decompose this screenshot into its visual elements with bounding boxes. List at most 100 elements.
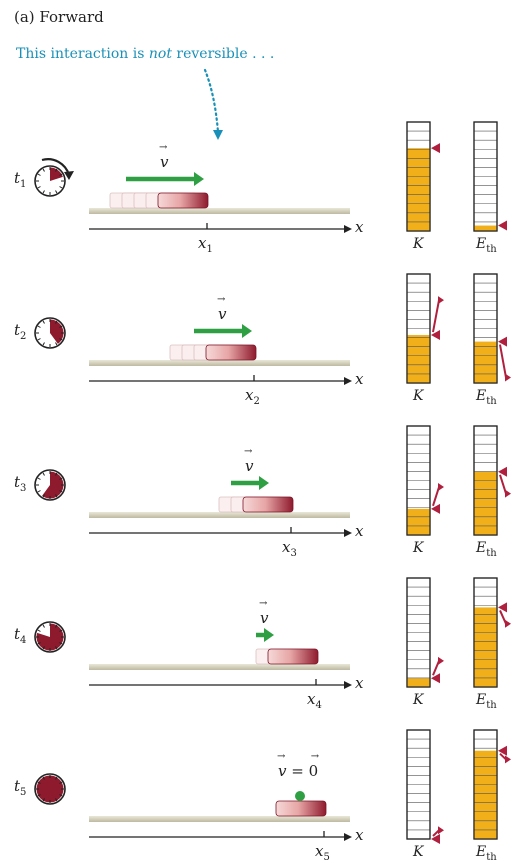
position-label: x3 [282,538,297,559]
clock-tick [55,472,58,476]
note-prefix: This interaction is [16,46,149,62]
x-axis-arrowhead [344,529,352,537]
level-marker [498,336,507,347]
thermal-symbol: E [476,388,487,404]
axis-symbol: x [355,218,364,236]
axis-symbol: x [355,826,364,844]
clock-tick [59,186,63,189]
kinetic-energy-label: K [413,236,423,252]
clock-tick [42,190,45,194]
reversibility-note: This interaction is not reversible . . . [16,46,274,62]
level-marker [498,220,507,231]
clock-tick [55,342,58,346]
clock-tick [37,781,41,784]
velocity-arrowhead [264,628,274,642]
kinetic-energy-label: K [413,844,423,860]
x-axis-arrowhead [344,225,352,233]
previous-level-marker [438,296,444,305]
bar-outline [473,577,498,688]
thermal-energy-bar [473,729,511,840]
time-subscript: 1 [20,179,27,190]
clock-tick [55,776,58,780]
thermal-symbol: E [476,540,487,556]
bar-fill [474,750,497,839]
vector-arrow-mark: → [310,751,320,762]
clock-tick [59,338,63,341]
position-symbol: x [282,538,291,556]
level-marker [431,143,440,154]
kinetic-energy-label: K [413,540,423,556]
bar-fill [474,607,497,687]
bar-outline [406,425,431,536]
panel-1 [34,121,507,233]
vector-arrow-mark: → [217,294,226,305]
position-symbol: x [307,690,316,708]
time-label: t3 [14,473,26,494]
clock-tick [42,472,45,476]
kinetic-energy-label: K [413,388,423,404]
level-marker [431,834,440,844]
previous-level-marker [505,489,511,498]
clock-tick [42,494,45,498]
axis-symbol: x [355,674,364,692]
x-axis-arrowhead [344,833,352,841]
thermal-energy-label: Eth [476,692,497,711]
thermal-energy-label: Eth [476,388,497,407]
clock-tick [42,624,45,628]
surface [89,208,350,214]
clock-tick [55,646,58,650]
level-change-arrow [432,299,440,333]
vector-arrow-mark: → [159,142,168,153]
clock-tick [55,320,58,324]
axis-symbol: x [355,522,364,540]
position-label: x4 [307,690,322,711]
zero-velocity-dot [295,791,305,801]
thermal-energy-label: Eth [476,540,497,559]
level-marker [498,466,507,477]
bar-outline [406,121,431,232]
velocity-symbol: v→ [217,294,227,323]
x-axis-arrowhead [344,377,352,385]
kinetic-energy-label: K [413,692,423,708]
clock-tick [42,168,45,172]
x-axis-label: x [355,370,363,388]
thermal-energy-bar [473,273,511,384]
level-marker [431,503,440,514]
velocity-symbol: v→ [244,446,254,475]
time-subscript: 4 [20,635,27,646]
kinetic-symbol: K [413,540,424,556]
clock-tick [42,320,45,324]
position-subscript: 4 [315,700,322,711]
x-axis-label: x [355,826,363,844]
clock-tick [37,325,41,328]
clock-tick [55,494,58,498]
kinetic-energy-bar [406,273,444,384]
note-suffix: reversible . . . [171,46,275,62]
velocity-label: v→ [159,142,168,171]
clock-tick [55,798,58,802]
panel-4 [34,577,511,689]
panel-3 [34,425,511,537]
time-label: t2 [14,321,26,342]
velocity-label: v→ [217,294,227,323]
time-subscript: 2 [20,331,27,342]
time-symbol: t [14,169,21,187]
position-subscript: 5 [323,852,330,863]
position-subscript: 1 [206,244,213,255]
note-emphasis: not [148,46,172,62]
clock-tick [59,173,63,176]
bar-fill [407,335,430,383]
clock-tick [37,338,41,341]
bar-outline [406,729,431,840]
clock-tick [37,186,41,189]
sliding-block [157,192,209,209]
clock-tick [37,477,41,480]
position-symbol: x [198,234,207,252]
x-axis-label: x [355,218,363,236]
time-subscript: 5 [20,787,27,798]
thermal-symbol: E [476,692,487,708]
clock-tick [55,624,58,628]
clock-tick [55,190,58,194]
panel-2 [34,273,511,385]
